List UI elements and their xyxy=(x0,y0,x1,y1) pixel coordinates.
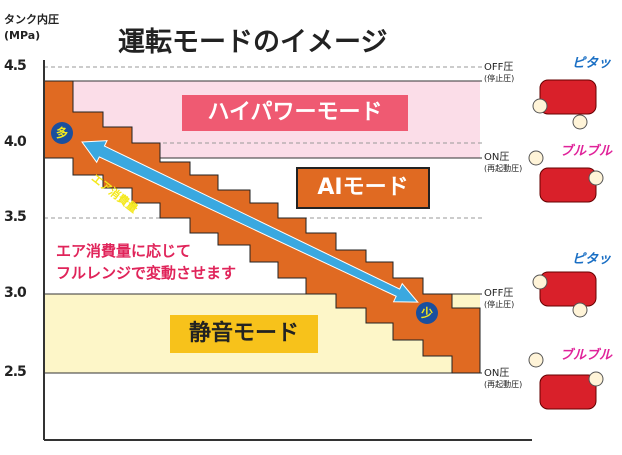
y-tick: 4.0 xyxy=(4,134,27,150)
marker-few: 少 xyxy=(416,302,438,324)
off-pressure-label: OFF圧(停止圧) xyxy=(484,62,515,83)
y-tick: 3.0 xyxy=(4,285,27,301)
on-pressure-label: ON圧(再起動圧) xyxy=(484,152,523,173)
sound-run: ブルブル xyxy=(560,348,613,363)
marker-many: 多 xyxy=(51,122,73,144)
quiet-mode-label: 静音モード xyxy=(170,315,318,353)
on-pressure-label: ON圧(再起動圧) xyxy=(484,368,523,389)
range-note: エア消費量に応じて フルレンジで変動させます xyxy=(56,242,237,282)
air-consumption-arrow xyxy=(81,140,419,303)
y-tick: 3.5 xyxy=(4,209,27,225)
ai-mode-label: AIモード xyxy=(296,167,430,209)
y-tick: 2.5 xyxy=(4,364,27,380)
diagram-title: 運転モードのイメージ xyxy=(118,27,388,58)
sound-run: ブルブル xyxy=(560,144,613,159)
high-power-mode-label: ハイパワーモード xyxy=(182,95,408,131)
y-tick: 4.5 xyxy=(4,58,27,74)
off-pressure-label: OFF圧(停止圧) xyxy=(484,288,515,309)
sound-stop: ピタッ xyxy=(572,252,612,267)
axis-label: タンク内圧 (MPa) xyxy=(4,13,59,42)
sound-stop: ピタッ xyxy=(572,56,612,71)
compressor-illustrations xyxy=(528,79,604,410)
